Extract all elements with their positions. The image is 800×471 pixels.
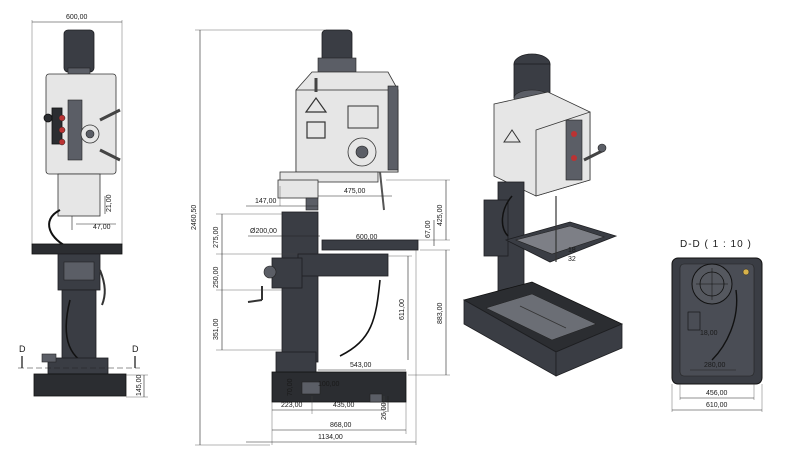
dim-70: 70,00 [287,378,294,396]
dim-600-table: 600,00 [356,234,378,241]
dim-100: 100,00 [318,381,340,388]
dim-145: 145,00 [136,374,143,396]
dim-610: 610,00 [706,402,728,409]
dim-67: 67,00 [425,220,432,238]
dim-425: 425,00 [437,204,444,226]
section-mark-left: D [19,344,26,354]
dim-280: 280,00 [704,362,726,369]
isometric-view: 18 32 [462,53,623,377]
section-mark-right: D [132,344,139,354]
dim-456: 456,00 [706,390,728,397]
dim-32-iso: 32 [568,256,576,263]
dim-543: 543,00 [350,362,372,369]
dim-611: 611,00 [399,299,406,320]
dim-351: 351,00 [213,318,220,340]
dim-868: 868,00 [330,422,352,429]
dim-275: 275,00 [213,226,220,248]
dim-435: 435,00 [333,402,355,409]
side-view: 2460,50 147,00 475,00 425,00 67,00 [191,29,450,446]
dim-26: 26,00 [381,402,388,420]
dim-250: 250,00 [213,266,220,288]
dim-200-dia: Ø200,00 [250,228,277,235]
dim-21: 21,00 [106,194,113,212]
front-view: 600,00 21,00 47,00 [18,14,148,398]
dim-18-section: 18,00 [700,330,718,337]
dim-475: 475,00 [344,188,366,195]
dim-47: 47,00 [93,224,111,231]
section-view: D-D ( 1 : 10 ) 18,00 280,00 456,00 610,0… [671,239,763,412]
dim-18-iso: 18 [568,247,576,254]
dim-2460: 2460,50 [191,205,198,230]
dim-883: 883,00 [437,302,444,324]
dim-1134: 1134,00 [318,434,343,441]
dim-147: 147,00 [255,198,277,205]
dim-223: 223,00 [281,402,303,409]
section-title: D-D ( 1 : 10 ) [680,239,752,250]
dim-600-front: 600,00 [66,14,88,21]
